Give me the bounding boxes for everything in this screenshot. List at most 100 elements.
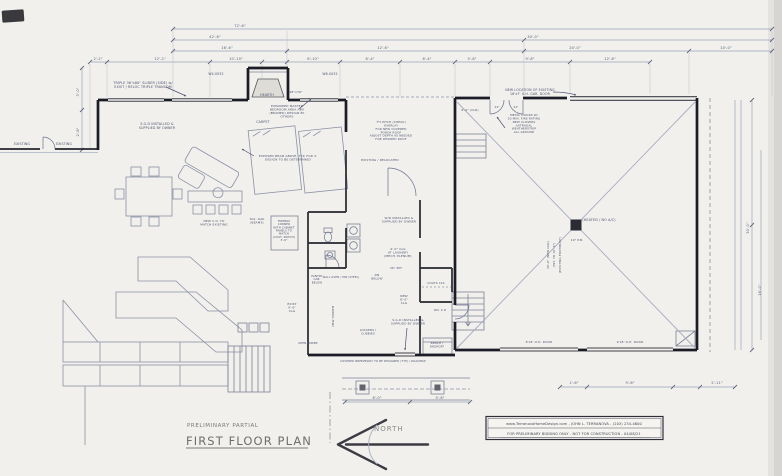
label-hearth: HEARTH xyxy=(260,93,274,97)
dim-2-2: 2'-2" xyxy=(93,57,102,61)
dim-9-8: 9'-8" xyxy=(525,57,534,61)
label-door-24-a: 24" xyxy=(495,105,500,109)
label-new-tandem: NEW TANDEM xyxy=(331,305,335,326)
label-heated-no-ac: (HEATED / NO A/C) xyxy=(582,218,615,222)
tag-window-size: 28"x76" xyxy=(289,90,303,94)
garage-steps xyxy=(455,133,487,159)
dashed-lines xyxy=(329,96,711,443)
dim-10-0: 10'-0" xyxy=(720,46,732,50)
dimension-ticks xyxy=(79,26,775,405)
label-oh-door-right: 9'x8' O.H. DOOR xyxy=(617,340,644,344)
dim-30-0: 30'-0" xyxy=(527,35,539,39)
garage-cross-brace xyxy=(456,101,696,349)
kitchen-counter xyxy=(187,190,243,203)
stool xyxy=(218,204,229,215)
post-base xyxy=(570,219,582,231)
garage-door-top xyxy=(570,96,697,101)
dim-9-6: 9'-6" xyxy=(625,381,634,385)
label-garage-footprint: (EXISTING FOOTPRINT) xyxy=(558,237,562,273)
dim-20-0: 20'-0" xyxy=(569,46,581,50)
area-rugs xyxy=(247,125,349,195)
dim-42-6: 42'-6" xyxy=(209,35,221,39)
tag-window-w6: W6.0032 xyxy=(322,72,337,76)
dim-2-11: 2'-11" xyxy=(711,381,723,385)
extension-lines xyxy=(89,31,773,148)
stool xyxy=(231,204,242,215)
chair xyxy=(148,216,160,227)
dim-6-10: 6'-10" xyxy=(307,57,319,61)
dim-16-6: 16'-6" xyxy=(221,46,233,50)
plan-title-text: FIRST FLOOR PLAN xyxy=(186,434,312,448)
dim-5-8-b: 5'-8" xyxy=(435,396,444,400)
dim-1-6: 1'-6" xyxy=(569,381,578,385)
dim-3-0-rot: 3'-0" xyxy=(76,87,80,96)
chair xyxy=(114,188,125,200)
annotation-labels: TRIPLE 36"x80" SLIDER (SIDE) w/EXIST / R… xyxy=(14,72,643,363)
label-post-base: 10" P.B. xyxy=(571,238,584,242)
dimension-labels: 72'-6"42'-6"30'-0"16'-6"12'-6"20'-0"10'-… xyxy=(76,24,762,400)
toilet xyxy=(323,227,333,243)
label-coats-closet: COATS CLS xyxy=(427,281,444,285)
dim-10-10: 10'-10" xyxy=(229,57,243,61)
label-open-under: OPEN UNDER xyxy=(298,341,317,345)
note-sgd-south: S.G.D INSTALLED &SUPPLIED BY OWNER xyxy=(391,318,425,326)
dim-5-8: 5'-8" xyxy=(467,57,476,61)
note-wall-oven: WALL OVEN / MW (STEEL) xyxy=(323,275,360,279)
label-dn-4r: DN. 4 R xyxy=(434,308,446,312)
hearth-firebox xyxy=(251,78,285,98)
label-lockers: LOCKERS /CUBBIES xyxy=(360,328,377,335)
plan-subtitle: PRELIMINARY PARTIAL xyxy=(187,423,259,429)
label-door-24-b: 24" xyxy=(514,105,519,109)
north-arrow xyxy=(336,418,430,471)
title-block-line1: www.TerranovaHomeDesign.com - JOHN L. TE… xyxy=(506,422,642,426)
south-slider xyxy=(395,352,415,357)
note-sol-oak: SOL. OAK(BEAMS) xyxy=(250,217,265,224)
north-label: NORTH xyxy=(374,425,404,433)
note-triple-slider: TRIPLE 36"x80" SLIDER (SIDE) w/EXIST / R… xyxy=(112,81,173,89)
interior-walls xyxy=(0,148,453,355)
label-existing-relocated: EXISTING / RELOCATED xyxy=(361,158,399,162)
deck-band-upper xyxy=(62,341,229,363)
chair xyxy=(148,166,160,177)
exterior-walls xyxy=(96,66,699,357)
label-bench: BENCH /DROPOFF xyxy=(430,341,445,348)
dim-12-6: 12'-6" xyxy=(377,46,389,50)
kitchen-island-upper xyxy=(137,256,229,312)
dim-2-8-rot: 2'-8" xyxy=(76,127,80,136)
dim-12-2: 12'-2" xyxy=(154,57,166,61)
label-garage-vault: (VLT. TO 10'-6") xyxy=(552,243,556,268)
chair xyxy=(172,188,183,200)
exterior-stairs xyxy=(227,345,271,393)
chair xyxy=(130,166,142,177)
door-swings xyxy=(42,99,524,320)
dim-16-0-rot: 16'-0" xyxy=(758,284,762,296)
window-unit xyxy=(248,322,259,333)
title-block-line2: FOR PRELIMINARY BIDDING ONLY - NOT FOR C… xyxy=(507,432,641,436)
label-clear-width: 6'-0" (CLR) xyxy=(461,108,478,112)
window-lines xyxy=(0,96,697,357)
fixtures xyxy=(227,71,696,401)
kitchen-island-lower xyxy=(115,291,243,353)
chair xyxy=(130,216,142,227)
dim-6-0: 6'-0" xyxy=(372,396,381,400)
tag-window-w4: W4.0032 xyxy=(208,72,223,76)
label-pocket-door: 36" PKT xyxy=(390,266,402,270)
deck-band-lower xyxy=(62,364,229,387)
label-garage-ceiling: 30'-0" (NEW CLG) xyxy=(546,241,550,269)
stool xyxy=(192,204,203,215)
label-existing-2: EXISTING xyxy=(56,142,72,146)
label-oh-door-left: 8'x8' O.H. DOOR xyxy=(526,340,553,344)
note-sgd-north: S.G.D INSTALLED &SUPPLIED BY OWNER xyxy=(139,122,176,130)
scan-edge-strip xyxy=(768,0,775,476)
note-washer-dryer: W/D INSTALLED &SUPPLIED BY OWNER xyxy=(382,216,416,224)
